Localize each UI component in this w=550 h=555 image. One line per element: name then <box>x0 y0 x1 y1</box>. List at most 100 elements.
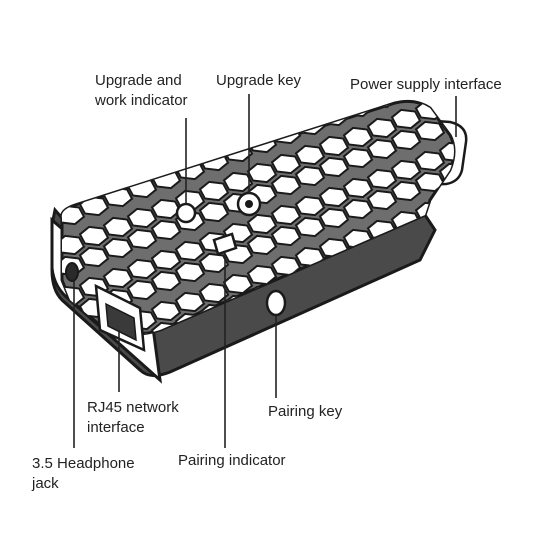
honeycomb-cell <box>318 156 350 178</box>
honeycomb-cell <box>488 227 516 245</box>
honeycomb-cell <box>246 264 278 286</box>
honeycomb-cell <box>464 206 492 224</box>
honeycomb-cell <box>174 138 206 160</box>
honeycomb-cell <box>294 195 326 217</box>
honeycomb-cell <box>512 218 540 236</box>
honeycomb-cell <box>318 101 350 106</box>
honeycomb-cell <box>126 156 158 178</box>
honeycomb-cell <box>438 192 454 214</box>
honeycomb-cell <box>390 129 422 151</box>
honeycomb-cell <box>414 120 446 142</box>
honeycomb-cell <box>416 20 444 38</box>
honeycomb-cell <box>80 380 108 398</box>
honeycomb-cell <box>198 180 230 202</box>
honeycomb-cell <box>488 176 516 194</box>
honeycomb-cell <box>102 165 134 187</box>
honeycomb-cell <box>342 198 374 220</box>
honeycomb-cell <box>222 171 254 193</box>
honeycomb-cell <box>512 137 540 155</box>
honeycomb-cell <box>61 234 86 256</box>
honeycomb-cell <box>464 32 492 50</box>
upgrade-work-indicator <box>175 202 197 224</box>
honeycomb-cell <box>488 125 516 143</box>
honeycomb-cell <box>61 153 86 175</box>
honeycomb-cell <box>126 228 158 250</box>
honeycomb-cell <box>416 50 444 68</box>
honeycomb-cell <box>174 240 206 262</box>
honeycomb-cell <box>150 300 182 322</box>
honeycomb-cell <box>488 146 516 164</box>
honeycomb-cell <box>318 186 350 208</box>
honeycomb-cell <box>150 249 182 271</box>
honeycomb-cell <box>270 204 302 226</box>
upgrade-key-center <box>245 200 253 208</box>
honeycomb-cell <box>440 41 468 59</box>
label-rj45-interface: RJ45 network interface <box>87 399 179 436</box>
honeycomb-cell <box>536 158 550 176</box>
honeycomb-cell <box>150 147 182 169</box>
honeycomb-cell <box>126 258 158 280</box>
label-headphone-jack: 3.5 Headphone jack <box>32 455 135 492</box>
honeycomb-cell <box>342 177 374 199</box>
honeycomb-cell <box>126 177 158 199</box>
honeycomb-cell <box>392 29 420 47</box>
honeycomb-cell <box>342 147 374 169</box>
honeycomb-cell <box>390 159 422 181</box>
honeycomb-cell <box>126 279 158 301</box>
honeycomb-cell <box>294 101 326 115</box>
honeycomb-cell <box>464 236 492 254</box>
honeycomb-cell <box>150 270 182 292</box>
honeycomb-cell <box>0 233 12 251</box>
honeycomb-cell <box>320 56 348 74</box>
leader-lines <box>73 94 457 448</box>
honeycomb-cell <box>222 273 254 295</box>
honeycomb-cell <box>198 101 230 121</box>
honeycomb-cell <box>246 132 278 154</box>
honeycomb-cell <box>270 153 302 175</box>
honeycomb-cell <box>390 108 422 130</box>
honeycomb-cell <box>344 47 372 65</box>
honeycomb-cell <box>78 144 110 166</box>
honeycomb-cell <box>8 203 36 221</box>
honeycomb-cell <box>78 174 110 196</box>
label-pairing-indicator: Pairing indicator <box>178 452 286 469</box>
honeycomb-cell <box>294 216 326 238</box>
honeycomb-cell <box>222 120 254 142</box>
honeycomb-cell <box>366 117 398 139</box>
honeycomb-cell <box>512 167 540 185</box>
honeycomb-cell <box>438 213 454 235</box>
honeycomb-cell <box>342 126 374 148</box>
honeycomb-cell <box>464 134 492 152</box>
honeycomb-cell <box>102 135 134 157</box>
honeycomb-cell <box>126 207 158 229</box>
pairing-indicator <box>212 232 238 256</box>
honeycomb-cell <box>294 114 326 136</box>
honeycomb-cell <box>198 201 230 223</box>
honeycomb-cell <box>414 171 446 193</box>
honeycomb-cell <box>8 173 36 191</box>
honeycomb-cell <box>414 150 446 172</box>
honeycomb-cell <box>270 174 302 196</box>
label-power-supply-interface: Power supply interface <box>350 76 502 93</box>
honeycomb-cell <box>32 317 60 335</box>
device-body <box>0 20 550 398</box>
label-pairing-key: Pairing key <box>268 403 343 420</box>
honeycomb-cell <box>102 267 134 289</box>
honeycomb-cell <box>150 198 182 220</box>
rj45-port <box>94 283 146 353</box>
honeycomb-cell <box>464 104 492 122</box>
honeycomb-cell <box>366 138 398 160</box>
honeycomb-cell <box>198 252 230 274</box>
honeycomb-cell <box>102 237 134 259</box>
honeycomb-cell <box>270 225 302 247</box>
honeycomb-cell <box>174 261 206 283</box>
honeycomb-cell <box>246 234 278 256</box>
honeycomb-cell <box>438 243 454 265</box>
honeycomb-cell <box>536 179 550 197</box>
label-upgrade-key: Upgrade key <box>216 72 302 89</box>
label-upgrade-work-indicator: Upgrade and work indicator <box>95 72 188 109</box>
honeycomb-cell <box>294 165 326 187</box>
honeycomb-cell <box>318 135 350 157</box>
